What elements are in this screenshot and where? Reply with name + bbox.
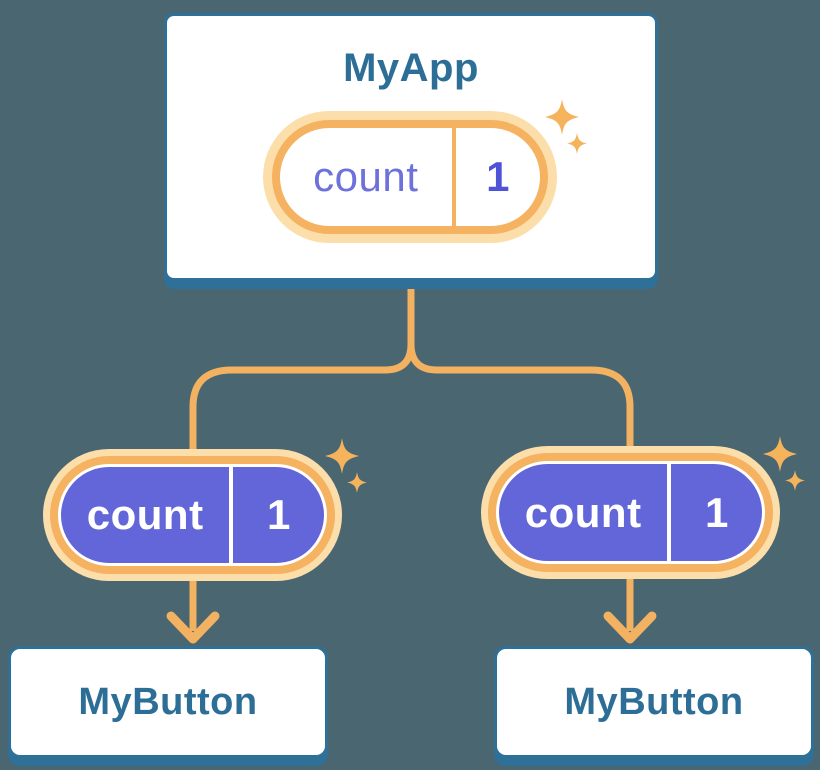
child-component-label: MyButton <box>78 680 258 723</box>
arrow-down-icon <box>603 611 657 644</box>
state-key-label: count <box>524 488 642 536</box>
sparkle-icon <box>325 438 367 493</box>
child-component-card: MyButton <box>8 646 328 758</box>
child-state-pill: count 1 <box>496 461 765 564</box>
branch-right-line <box>407 287 634 470</box>
state-key-label: count <box>86 491 204 538</box>
pill-divider <box>451 128 456 226</box>
state-key-label: count <box>313 153 419 200</box>
state-value-label: 1 <box>704 488 729 536</box>
child-state-pill: count 1 <box>58 464 327 566</box>
sparkle-icon <box>545 99 587 154</box>
arrow-down-icon <box>166 611 220 644</box>
state-value-label: 1 <box>266 491 291 538</box>
root-state-pill: count 1 <box>280 128 540 226</box>
child-component-label: MyButton <box>564 680 744 723</box>
sparkle-icon <box>763 436 805 491</box>
pill-divider <box>229 467 234 563</box>
child-component-card: MyButton <box>494 646 814 758</box>
pill-divider <box>667 464 672 561</box>
state-value-label: 1 <box>486 153 510 200</box>
root-component-label: MyApp <box>343 46 479 90</box>
